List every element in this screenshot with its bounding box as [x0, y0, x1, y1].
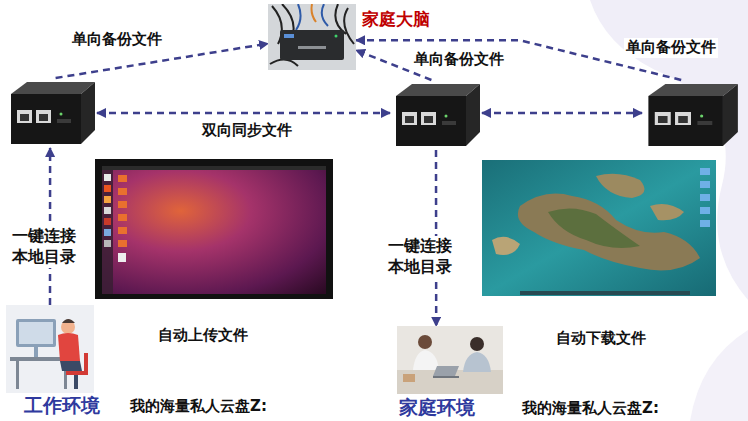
decor-shape	[690, 330, 748, 421]
edge-label: 一键连接 本地目录	[382, 236, 458, 278]
gateway-photo	[268, 4, 356, 70]
device-node	[390, 80, 482, 150]
home-environment-photo	[397, 326, 503, 394]
edge-label: 单向备份文件	[624, 38, 718, 58]
caption-text: 我的海量私人云盘Z:	[130, 397, 267, 417]
device-node	[642, 80, 740, 150]
mini-pc-device	[390, 80, 482, 150]
gateway-node: 家庭大脑	[268, 4, 356, 70]
mini-pc-device	[5, 78, 97, 148]
caption-text: 我的海量私人云盘Z:	[522, 399, 659, 419]
edge-label: 双向同步文件	[200, 121, 294, 141]
work-environment-icon	[6, 305, 94, 393]
node-heading: 家庭大脑	[362, 8, 430, 31]
work-environment-node: 工作环境	[6, 305, 94, 393]
caption-text: 自动上传文件	[158, 326, 248, 346]
mini-pc-device	[642, 80, 740, 150]
home-environment-node: 家庭环境	[397, 326, 503, 394]
edge-label: 一键连接 本地目录	[6, 226, 82, 268]
edge-label: 单向备份文件	[412, 50, 506, 70]
node-heading: 家庭环境	[399, 395, 475, 421]
device-node	[5, 78, 97, 148]
dashed-connector	[482, 112, 642, 115]
edge-label: 单向备份文件	[70, 30, 164, 50]
dashed-connector	[97, 112, 390, 115]
desktop-screenshot	[95, 159, 333, 299]
caption-text: 自动下载文件	[556, 329, 646, 349]
node-heading: 工作环境	[24, 393, 100, 419]
landscape-wallpaper	[482, 160, 716, 296]
